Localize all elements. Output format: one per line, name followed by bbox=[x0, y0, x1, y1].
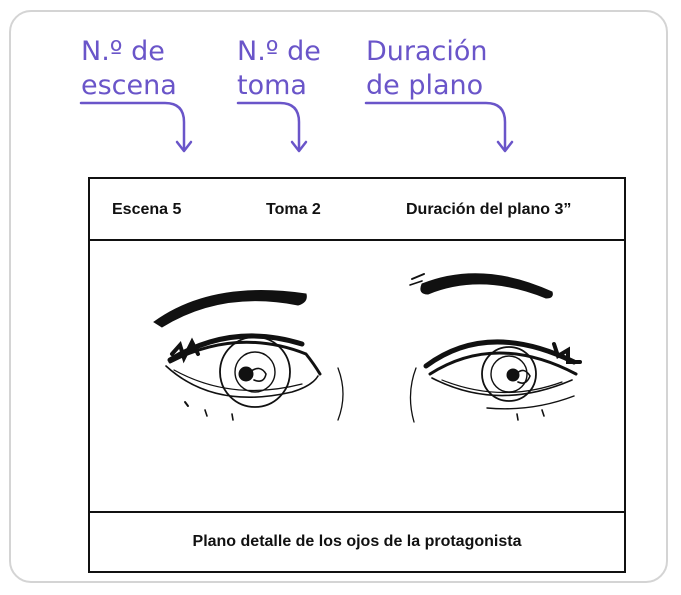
card-container bbox=[9, 10, 668, 583]
shot-caption: Plano detalle de los ojos de la protagon… bbox=[192, 533, 522, 550]
callout-scene-line2: escena bbox=[81, 70, 177, 101]
callout-scene-line1: N.º de bbox=[81, 36, 165, 67]
eyes-illustration bbox=[153, 273, 582, 423]
right-eye bbox=[409, 273, 582, 423]
left-eye bbox=[153, 290, 344, 421]
duration-label: Duración del plano 3” bbox=[406, 201, 572, 218]
callout-duration-line2: de plano bbox=[366, 70, 484, 101]
duration-arrow-icon bbox=[364, 101, 514, 153]
take-label: Toma 2 bbox=[266, 201, 321, 218]
callout-take-line2: toma bbox=[237, 70, 307, 101]
callout-take-number: N.º de toma bbox=[237, 35, 321, 103]
scene-label: Escena 5 bbox=[112, 201, 182, 218]
callout-take-line1: N.º de bbox=[237, 36, 321, 67]
scene-arrow-icon bbox=[79, 101, 193, 153]
callout-duration-line1: Duración bbox=[366, 36, 488, 67]
callout-scene-number: N.º de escena bbox=[81, 35, 177, 103]
callout-arrows bbox=[79, 101, 514, 153]
storyboard-frame: Escena 5 Toma 2 Duración del plano 3” bbox=[88, 177, 626, 573]
frame-header: Escena 5 Toma 2 Duración del plano 3” bbox=[90, 179, 624, 241]
frame-footer: Plano detalle de los ojos de la protagon… bbox=[90, 511, 624, 571]
callout-shot-duration: Duración de plano bbox=[366, 35, 488, 103]
take-arrow-icon bbox=[236, 101, 308, 153]
